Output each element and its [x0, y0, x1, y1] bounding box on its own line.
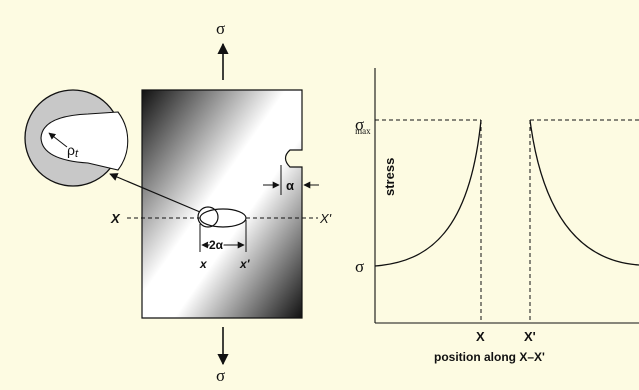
stress-plot: σmax σ stress X X' position along X–X' — [355, 68, 639, 364]
y-axis-label: stress — [382, 158, 397, 196]
crack-tip-zoom: ρt — [24, 89, 129, 187]
sigma-max-tick-label: σmax — [355, 115, 371, 136]
x-tick-label-x-prime: X' — [524, 329, 536, 344]
edge-notch-label: α — [286, 178, 294, 193]
small-x-prime-label: x' — [239, 257, 251, 271]
crack-tip-magnifier — [197, 206, 219, 228]
x-axis-label: position along X–X' — [434, 350, 545, 364]
bottom-sigma-label: σ — [216, 366, 225, 385]
sigma-tick-label: σ — [355, 257, 364, 276]
top-sigma-label: σ — [216, 19, 225, 38]
internal-crack — [199, 208, 247, 228]
tip-radius-label: ρt — [67, 142, 79, 160]
zoom-crack-tip — [40, 111, 129, 171]
x-tick-label-x: X — [476, 329, 485, 344]
stress-curve-left — [374, 119, 482, 267]
stress-curve-right — [529, 119, 639, 266]
crack-length-label: 2α — [209, 238, 224, 252]
x-right-label: X' — [319, 211, 332, 226]
tip-radius-arrow — [48, 132, 68, 148]
plate — [141, 89, 303, 319]
small-x-label: x — [199, 257, 208, 271]
zoom-leader-line — [109, 173, 201, 213]
x-left-label: X — [110, 211, 121, 226]
specimen-group: σ σ X X' 2α x x' α — [24, 19, 332, 385]
